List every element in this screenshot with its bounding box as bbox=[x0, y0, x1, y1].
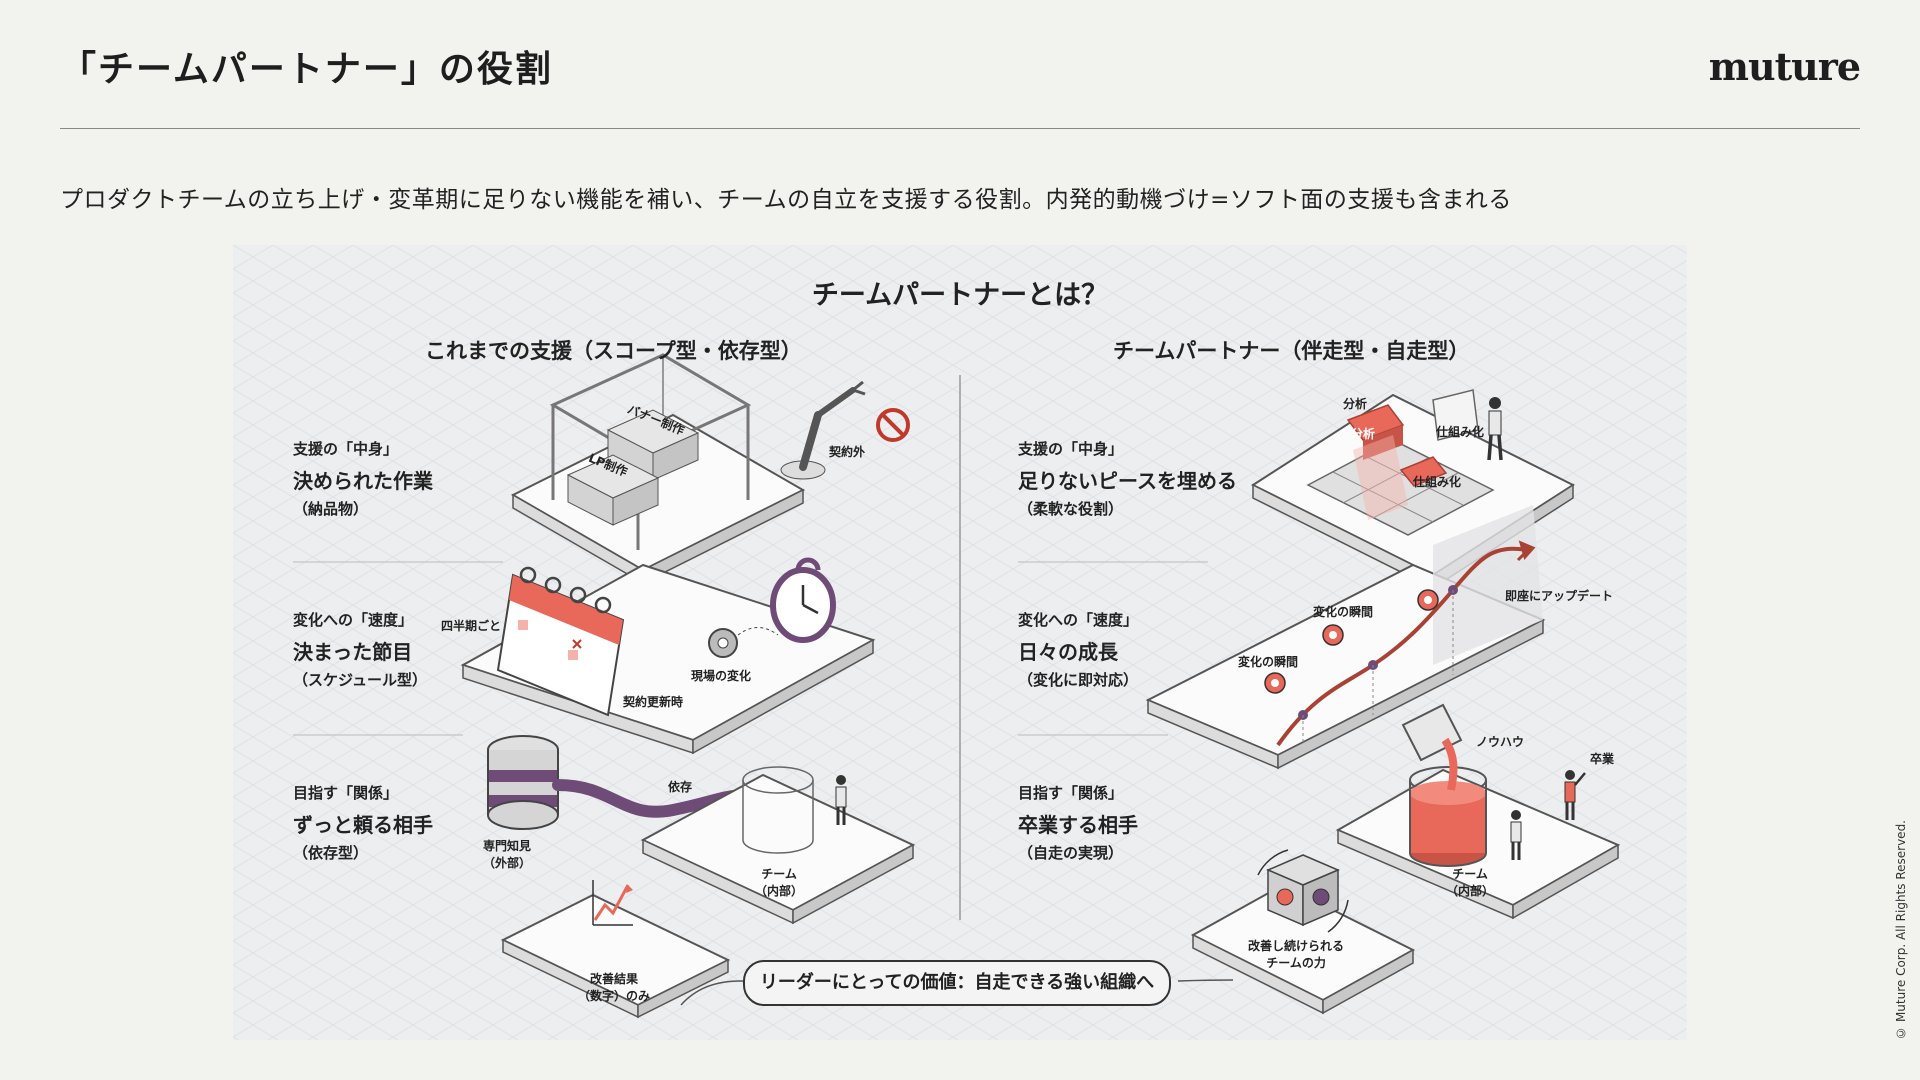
expert-cylinder bbox=[487, 735, 559, 830]
right-row-content: 支援の「中身」 足りないピースを埋める （柔軟な役割） bbox=[1018, 438, 1237, 519]
puzzle-piece-held-icon bbox=[1432, 389, 1479, 441]
label-graduation: 卒業 bbox=[1590, 752, 1615, 766]
row-key: 目指す「関係」 bbox=[1018, 784, 1124, 802]
person-icon-inside bbox=[1510, 810, 1522, 860]
illustration-graphics bbox=[233, 245, 1687, 1040]
label-moment-2: 変化の瞬間 bbox=[1313, 605, 1374, 619]
team-platform-left bbox=[640, 766, 916, 925]
slide-title: 「チームパートナー」の役割 bbox=[60, 49, 553, 90]
row-main: 決められた作業 bbox=[293, 469, 433, 493]
row-main: 日々の成長 bbox=[1018, 640, 1118, 664]
row-sub: （依存型） bbox=[293, 844, 369, 862]
person-icon-puzzle bbox=[1487, 397, 1503, 461]
knowhow-pitcher-icon bbox=[1401, 703, 1463, 791]
row-sub: （納品物） bbox=[293, 500, 369, 518]
row-key: 目指す「関係」 bbox=[293, 784, 399, 802]
row-sub: （自走の実現） bbox=[1018, 844, 1124, 862]
row-sub: （柔軟な役割） bbox=[1018, 500, 1124, 518]
label-structuring-piece: 仕組み化 bbox=[1413, 475, 1462, 489]
row-key: 変化への「速度」 bbox=[1018, 611, 1139, 629]
row-sub: （変化に即対応） bbox=[1018, 671, 1139, 689]
label-keep-improving: 改善し続けられる チームの力 bbox=[1248, 939, 1345, 970]
right-row-relation: 目指す「関係」 卒業する相手 （自走の実現） bbox=[1018, 782, 1138, 863]
gear-cube-icon bbox=[1257, 849, 1349, 933]
moment-gear-icon-3 bbox=[1417, 589, 1439, 611]
label-quarterly: 四半期ごと bbox=[441, 619, 502, 633]
improve-platform bbox=[1190, 883, 1416, 1015]
label-kpi-only: 改善結果 （数字）のみ bbox=[578, 972, 651, 1003]
prohibited-icon bbox=[876, 408, 910, 442]
right-row-speed: 変化への「速度」 日々の成長 （変化に即対応） bbox=[1018, 609, 1138, 690]
moment-gear-icon-1 bbox=[1264, 672, 1286, 694]
title-divider bbox=[60, 128, 1860, 129]
row-main: 決まった節目 bbox=[293, 640, 413, 664]
person-icon-left bbox=[835, 775, 847, 825]
left-row-content: 支援の「中身」 決められた作業 （納品物） bbox=[293, 438, 433, 519]
kpi-connector bbox=[680, 980, 744, 1006]
label-team-internal-right: チーム （内部） bbox=[1446, 867, 1495, 898]
growth-markers bbox=[1298, 585, 1458, 745]
muture-logo: muture bbox=[1708, 44, 1861, 89]
lead-text: プロダクトチームの立ち上げ・変革期に足りない機能を補い、チームの自立を支援する役… bbox=[60, 187, 1512, 213]
row-key: 支援の「中身」 bbox=[1018, 440, 1124, 458]
row-key: 支援の「中身」 bbox=[293, 440, 399, 458]
label-expert: 専門知見 （外部） bbox=[483, 839, 532, 870]
left-row-relation: 目指す「関係」 ずっと頼る相手 （依存型） bbox=[293, 782, 433, 863]
row-main: ずっと頼る相手 bbox=[293, 813, 433, 837]
clock-icon bbox=[770, 557, 836, 643]
row-sub: （スケジュール型） bbox=[293, 671, 427, 689]
puzzle-piece-analysis-icon bbox=[1346, 404, 1408, 520]
label-structuring: 仕組み化 bbox=[1436, 425, 1485, 439]
improve-connector bbox=[1177, 979, 1234, 982]
label-contract-renewal: 契約更新時 bbox=[623, 695, 684, 709]
label-dependence: 依存 bbox=[668, 780, 693, 794]
gear-icon bbox=[708, 627, 779, 658]
kpi-platform bbox=[500, 880, 731, 1019]
team-cylinder-right bbox=[1409, 766, 1487, 867]
team-partner-illustration: チームパートナーとは？ これまでの支援（スコープ型・依存型） チームパートナー（… bbox=[233, 245, 1687, 1040]
growth-arrow-icon bbox=[1516, 540, 1536, 562]
row-key: 変化への「速度」 bbox=[293, 611, 414, 629]
person-icon-graduating bbox=[1564, 770, 1586, 820]
leader-value-pill: リーダーにとっての価値：自走できる強い組織へ bbox=[743, 960, 1171, 1006]
label-analysis: 分析 bbox=[1343, 397, 1368, 411]
figure-title: チームパートナーとは？ bbox=[811, 280, 1109, 311]
row-main: 足りないピースを埋める bbox=[1018, 469, 1237, 493]
label-team-internal-left: チーム （内部） bbox=[755, 867, 804, 898]
label-out-of-contract: 契約外 bbox=[829, 445, 866, 459]
growth-curve bbox=[1276, 546, 1529, 747]
row-main: 卒業する相手 bbox=[1018, 813, 1138, 837]
right-column-heading: チームパートナー（伴走型・自走型） bbox=[1113, 339, 1470, 363]
label-moment-1: 変化の瞬間 bbox=[1238, 655, 1299, 669]
left-column-heading: これまでの支援（スコープ型・依存型） bbox=[425, 339, 802, 363]
label-instant-update: 即座にアップデート bbox=[1505, 589, 1614, 603]
left-row-speed: 変化への「速度」 決まった節目 （スケジュール型） bbox=[293, 609, 427, 690]
growth-platform bbox=[1145, 505, 1546, 770]
moment-gear-icon-2 bbox=[1322, 624, 1344, 646]
copyright: © Muture Corp. All Rights Reserved. bbox=[1894, 820, 1908, 1040]
label-analysis-piece: 分析 bbox=[1351, 427, 1376, 441]
label-knowhow: ノウハウ bbox=[1476, 735, 1525, 749]
calendar-icon bbox=[496, 566, 625, 717]
puzzle-piece-structuring-icon bbox=[1399, 456, 1448, 487]
robot-arm-icon bbox=[780, 380, 866, 480]
label-field-change: 現場の変化 bbox=[691, 669, 752, 683]
